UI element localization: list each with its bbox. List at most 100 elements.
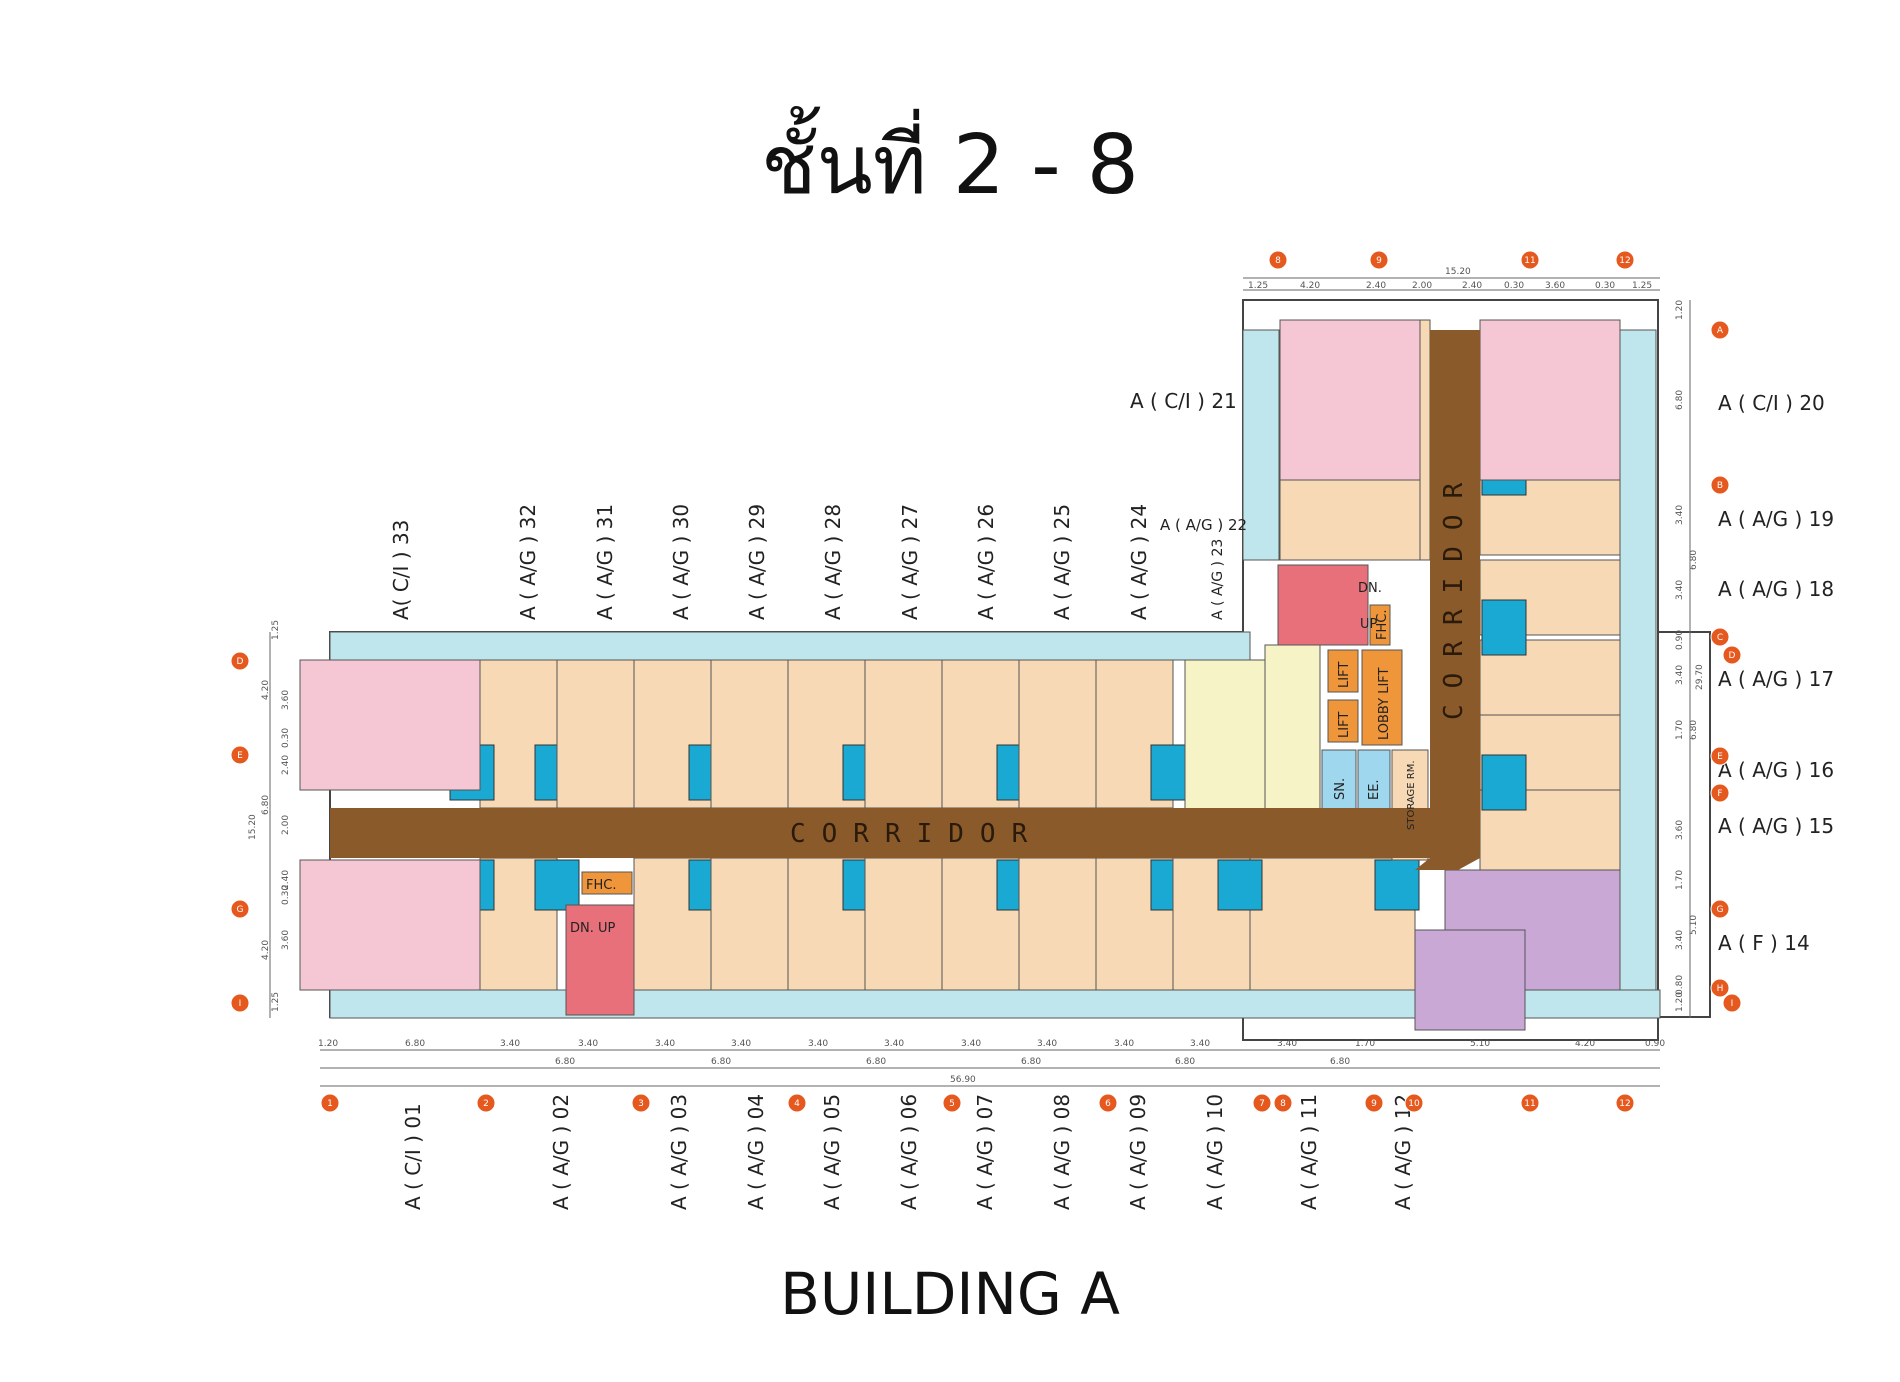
svg-text:D: D (237, 657, 244, 667)
unit-top-8 (1018, 659, 1097, 809)
page-title: ชั้นที่ 2 - 8 (761, 118, 1139, 213)
storage-label: STORAGE RM. (1406, 760, 1417, 830)
unit-label-top: A ( A/G ) 32 (516, 504, 540, 620)
grid-bubble: 4 (787, 1093, 807, 1113)
lift-1 (1327, 649, 1359, 693)
dimension-label: 3.40 (1037, 1039, 1057, 1049)
grid-bubble: 8 (1273, 1093, 1293, 1113)
dimension-label: 3.40 (1277, 1039, 1297, 1049)
dimension-label: 5.10 (1470, 1039, 1490, 1049)
grid-bubble: D (230, 651, 250, 671)
grid-bubble: B (1710, 475, 1730, 495)
corridor-label-main: CORRIDOR (790, 819, 1043, 849)
dimension-label: 0.90 (1675, 630, 1685, 650)
unit-label-bottom: A ( A/G ) 09 (1126, 1094, 1150, 1210)
dimension-label: 3.40 (1675, 580, 1685, 600)
svg-text:G: G (237, 905, 244, 915)
grid-bubble: G (230, 899, 250, 919)
unit-top-2 (556, 659, 635, 809)
dimension-label: 1.70 (1675, 870, 1685, 890)
fhc-north (1369, 604, 1391, 646)
unit-label-top: A( C/I ) 33 (389, 520, 413, 620)
balcony-top-strip (329, 631, 1251, 661)
dimension-label: 3.40 (578, 1039, 598, 1049)
fhc-north-label: FHC. (1375, 610, 1390, 640)
unit-label-right: A ( C/I ) 20 (1718, 391, 1825, 415)
dimension-label: 6.80 (711, 1057, 731, 1067)
unit-f-14-lower (1414, 929, 1526, 1031)
grid-bubble: D (1722, 645, 1742, 665)
dimension-label: 6.80 (555, 1057, 575, 1067)
svg-text:9: 9 (1376, 256, 1382, 266)
grid-bubble: 12 (1615, 1093, 1635, 1113)
grid-bubble: 11 (1520, 1093, 1540, 1113)
grid-bubble: 3 (631, 1093, 651, 1113)
unit-label-top: A ( A/G ) 30 (669, 504, 693, 620)
unit-label-bottom: A ( C/I ) 01 (401, 1103, 425, 1210)
svg-text:11: 11 (1524, 256, 1535, 266)
svg-text:11: 11 (1524, 1099, 1535, 1109)
building-name: BUILDING A (780, 1260, 1120, 1328)
dimension-label: 3.40 (655, 1039, 675, 1049)
unit-bottom-6 (864, 857, 943, 991)
grid-bubble: F (1710, 783, 1730, 803)
bathroom (1217, 859, 1263, 911)
dimension-label: 6.80 (405, 1039, 425, 1049)
lift-1-label: LIFT (1337, 662, 1352, 688)
dimension-label: 3.40 (884, 1039, 904, 1049)
dimension-label: 3.40 (500, 1039, 520, 1049)
grid-bubble: I (230, 993, 250, 1013)
dimension-label: 1.20 (318, 1039, 338, 1049)
unit-label-top: A ( A/G ) 23 (1210, 539, 1226, 620)
unit-labels-right: A ( C/I ) 20A ( A/G ) 19A ( A/G ) 18A ( … (1718, 391, 1834, 955)
dimension-label: 15.20 (248, 814, 258, 840)
unit-label-right: A ( F ) 14 (1718, 931, 1810, 955)
svg-text:3: 3 (638, 1099, 644, 1109)
lift-2 (1327, 699, 1359, 743)
unit-label-top: A ( A/G ) 29 (745, 504, 769, 620)
dimension-label: 6.80 (1675, 390, 1685, 410)
unit-ci-01 (299, 859, 481, 991)
unit-label-right: A ( A/G ) 18 (1718, 577, 1834, 601)
bathroom (1374, 859, 1420, 911)
unit-label-top: A ( A/G ) 25 (1050, 504, 1074, 620)
grid-bubble: 10 (1404, 1093, 1424, 1113)
unit-ag-23 (1184, 659, 1276, 811)
up-label: UP (1360, 617, 1378, 632)
svg-text:F: F (1717, 789, 1722, 799)
corridor-main (330, 808, 1460, 858)
unit-label-top: A ( A/G ) 24 (1127, 504, 1151, 620)
unit-label-top: A ( A/G ) 28 (821, 504, 845, 620)
grid-bubble: I (1722, 993, 1742, 1013)
dimension-label: 2.40 (1462, 281, 1482, 291)
dimension-label: 6.80 (866, 1057, 886, 1067)
bathroom (534, 859, 580, 911)
dimension-label: 4.20 (1575, 1039, 1595, 1049)
unit-label-right: A ( A/G ) 15 (1718, 814, 1834, 838)
sn-room (1321, 749, 1357, 811)
balcony-bottom-right (1519, 989, 1661, 1019)
dimension-label: 0.80 (1675, 975, 1685, 995)
grid-bubble: 6 (1098, 1093, 1118, 1113)
dimension-label: 4.20 (1300, 281, 1320, 291)
dimension-label: 1.25 (1248, 281, 1268, 291)
units-top-row (479, 659, 1196, 809)
dimension-label: 3.40 (1675, 930, 1685, 950)
svg-text:4: 4 (794, 1099, 800, 1109)
lift-2-label: LIFT (1337, 712, 1352, 738)
grid-bubble: 8 (1268, 250, 1288, 270)
unit-label-bottom: A ( A/G ) 04 (744, 1094, 768, 1210)
unit-label-right: A ( A/G ) 17 (1718, 667, 1834, 691)
svg-text:12: 12 (1619, 256, 1630, 266)
dimension-label: 2.40 (281, 870, 291, 890)
ee-room (1357, 749, 1391, 811)
unit-label-bottom: A ( A/G ) 03 (667, 1094, 691, 1210)
svg-text:D: D (1729, 651, 1736, 661)
svg-text:B: B (1717, 481, 1723, 491)
svg-text:1: 1 (327, 1099, 333, 1109)
unit-top-7 (941, 659, 1020, 809)
unit-label-top: A ( A/G ) 31 (593, 504, 617, 620)
